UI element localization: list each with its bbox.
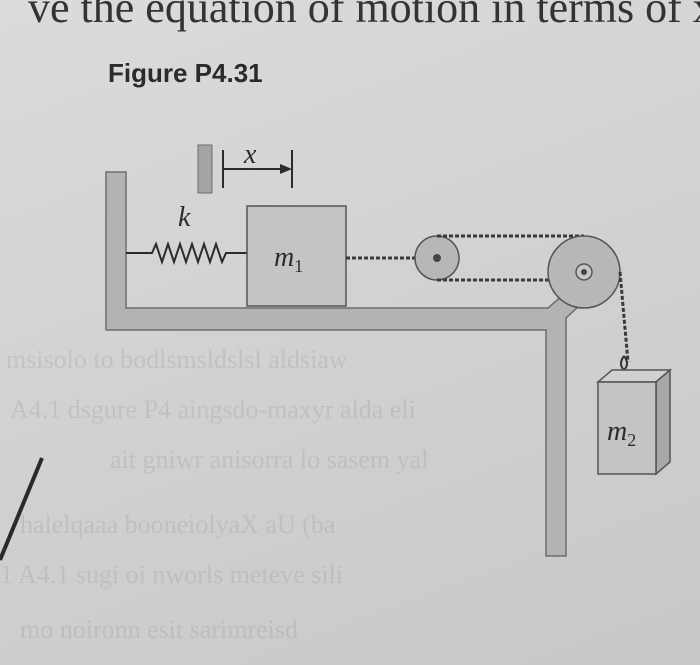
mass-block-m2 [595, 368, 673, 476]
x-arrow-head [280, 164, 292, 174]
mass2-label: m2 [607, 416, 636, 450]
reference-post [197, 144, 213, 194]
hook [620, 355, 628, 372]
bleed-through-text: ait gniwr anisorra lo sasem yal [110, 445, 429, 474]
cable-m2 [618, 271, 630, 363]
cut-off-problem-text: ve the equation of motion in terms of x. [28, 0, 700, 32]
bleed-through-text: mo noironn esit sarimreisd [20, 615, 299, 644]
spring-constant-label: k [178, 202, 191, 233]
movable-pulley-axle [433, 254, 441, 262]
fixed-pulley-axle [581, 269, 587, 275]
bleed-through-text: 1 A4.1 sugi oi nworls meteve sili [0, 560, 344, 589]
bleed-through-text: A4.1 dsgure P4 aingsdo-maxyr alda eli [10, 395, 416, 424]
spring [126, 240, 248, 266]
figure-caption: Figure P4.31 [108, 58, 263, 88]
bleed-through-text: halelqaaa booneiolyaX aU (ba [20, 510, 336, 539]
displacement-label-x: x [243, 139, 257, 170]
bleed-through-text: msisolo to bodlsmsldslsl aldsiaw [6, 345, 348, 374]
mass-block-m1 [246, 205, 347, 307]
stray-pen-line [0, 457, 44, 561]
mass1-label: m1 [274, 242, 303, 276]
